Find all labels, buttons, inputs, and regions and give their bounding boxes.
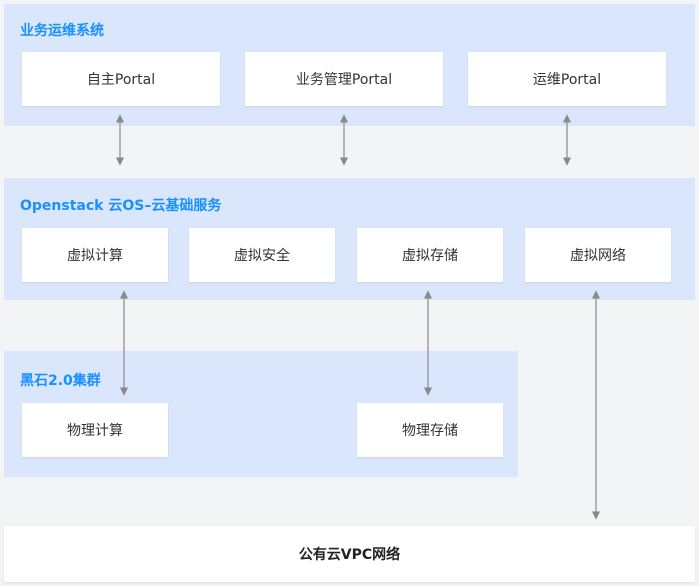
virtual-security-box: 虚拟安全 [189,228,335,282]
heishi-panel: 黑石2.0集群 物理计算 物理存储 [4,351,518,477]
virtual-network-box: 虚拟网络 [525,228,671,282]
ops-portal-box: 运维Portal [468,52,666,106]
heishi-title: 黑石2.0集群 [20,373,101,389]
self-service-portal-box: 自主Portal [22,52,220,106]
virtual-compute-box: 虚拟计算 [22,228,168,282]
physical-storage-box: 物理存储 [357,403,503,457]
public-cloud-vpc-box: 公有云VPC网络 [4,526,695,582]
ops-system-title: 业务运维系统 [20,23,104,39]
openstack-panel: Openstack 云OS–云基础服务 虚拟计算 虚拟安全 虚拟存储 虚拟网络 [4,178,695,300]
physical-compute-box: 物理计算 [22,403,168,457]
virtual-storage-box: 虚拟存储 [357,228,503,282]
ops-system-panel: 业务运维系统 自主Portal 业务管理Portal 运维Portal [4,4,695,126]
openstack-title: Openstack 云OS–云基础服务 [20,198,222,214]
business-management-portal-box: 业务管理Portal [245,52,443,106]
